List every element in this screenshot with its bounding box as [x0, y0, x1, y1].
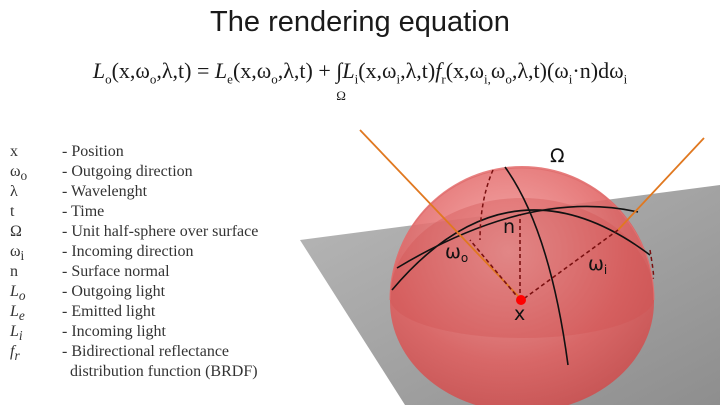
eq-le-args-end: ,λ,t) — [277, 58, 313, 83]
eq-fr-sub: r — [441, 71, 446, 87]
legend-desc: - Position — [62, 143, 124, 160]
eq-lo-args: (x,ω — [111, 58, 150, 83]
eq-equals: = — [191, 58, 215, 83]
eq-le-symbol: L — [214, 58, 228, 83]
eq-plus: + — [312, 58, 337, 83]
legend-desc: - Unit half-sphere over surface — [62, 223, 259, 240]
eq-fr-args-end: ,λ,t) — [511, 58, 547, 83]
legend-desc: - Surface normal — [62, 263, 170, 280]
omega-label: Ω — [550, 145, 565, 167]
legend-row-outgoing-direction: ωo - Outgoing direction — [10, 162, 258, 183]
meridian-arc — [391, 209, 651, 291]
legend-row-surface-normal: n - Surface normal — [10, 262, 258, 282]
hemisphere-diagram: Ω n x ωo ωi — [300, 129, 720, 405]
legend-desc: - Incoming direction — [62, 243, 194, 260]
eq-le-args-sub: o — [271, 71, 278, 87]
back-arc-dashed — [479, 169, 494, 241]
legend-symbol: Le — [10, 303, 25, 324]
eq-integral-sign: ∫ — [336, 58, 343, 83]
legend-symbol: t — [10, 203, 15, 220]
eq-cos-end: ·n)dω — [572, 58, 624, 83]
legend-desc: - Outgoing light — [62, 283, 166, 300]
legend-symbol: x — [10, 143, 18, 160]
eq-cos-sub: i — [568, 71, 573, 87]
normal-label: n — [503, 216, 515, 238]
legend-row-brdf: fr - Bidirectional reflectance — [10, 342, 258, 363]
legend-desc: - Outgoing direction — [62, 163, 193, 180]
legend-symbol: ωi — [10, 243, 25, 264]
legend-symbol: λ — [10, 183, 18, 200]
eq-li-args-end: ,λ,t) — [400, 58, 436, 83]
eq-integral-domain: Ω — [336, 88, 346, 103]
eq-le-sub: e — [227, 71, 233, 87]
incoming-ray — [617, 137, 705, 231]
eq-d-sub: i — [623, 71, 628, 87]
eq-fr-args1-sub: i, — [484, 71, 491, 87]
legend-symbol: Ω — [10, 223, 22, 240]
eq-li-sub: i — [354, 71, 359, 87]
legend-row-half-sphere: Ω - Unit half-sphere over surface — [10, 222, 258, 242]
legend-row-incoming-direction: ωi - Incoming direction — [10, 242, 258, 263]
outgoing-ray — [359, 129, 521, 299]
incoming-direction-label: ωi — [588, 253, 607, 277]
legend-symbol: ωo — [10, 163, 28, 184]
legend-row-brdf-continuation: distribution function (BRDF) — [70, 363, 258, 380]
eq-fr-symbol: f — [435, 58, 442, 83]
legend-row-emitted-light: Le - Emitted light — [10, 302, 258, 323]
symbol-legend: x - Position ωo - Outgoing direction λ - Wa… — [10, 142, 258, 382]
right-arc-dashed — [649, 249, 655, 279]
eq-li-args-sub: i — [396, 71, 401, 87]
point-label: x — [514, 303, 525, 325]
eq-li-symbol: L — [342, 58, 355, 83]
legend-row-outgoing-light: Lo - Outgoing light — [10, 282, 258, 303]
legend-desc: - Time — [62, 203, 105, 220]
legend-symbol: Lo — [10, 283, 26, 304]
eq-lo-args-end: ,λ,t) — [156, 58, 192, 83]
legend-desc: - Bidirectional reflectance — [62, 343, 230, 360]
eq-fr-args1: (x,ω — [445, 58, 485, 83]
outgoing-direction-label: ωo — [445, 241, 468, 265]
meridian-arc-front — [504, 166, 569, 366]
legend-symbol: Li — [10, 323, 23, 344]
eq-integral: ∫Ω — [336, 58, 346, 103]
legend-row-incoming-light: Li - Incoming light — [10, 322, 258, 343]
legend-row-time: t - Time — [10, 202, 258, 222]
legend-symbol: n — [10, 263, 18, 280]
eq-cos-open: (ω — [546, 58, 569, 83]
eq-li-args: (x,ω — [358, 58, 397, 83]
incoming-direction-dashed — [521, 229, 619, 301]
eq-fr-args2: ω — [490, 58, 506, 83]
outgoing-direction-dashed — [469, 239, 521, 301]
surface-point-marker — [516, 295, 526, 305]
legend-desc: - Incoming light — [62, 323, 166, 340]
eq-lo-symbol: L — [92, 58, 106, 83]
legend-row-wavelength: λ - Wavelenght — [10, 182, 258, 202]
dome-rim — [389, 167, 655, 301]
eq-le-args: (x,ω — [232, 58, 272, 83]
latitude-arc — [396, 205, 639, 269]
eq-fr-args2-sub: o — [505, 71, 512, 87]
legend-desc: - Wavelenght — [62, 183, 148, 200]
slide-title: The rendering equation — [210, 6, 510, 38]
legend-row-position: x - Position — [10, 142, 258, 162]
legend-desc: - Emitted light — [62, 303, 156, 320]
legend-symbol: fr — [10, 343, 20, 364]
eq-lo-args-sub: o — [149, 71, 157, 87]
eq-lo-sub: o — [105, 71, 112, 87]
hemisphere-dome — [390, 166, 654, 405]
